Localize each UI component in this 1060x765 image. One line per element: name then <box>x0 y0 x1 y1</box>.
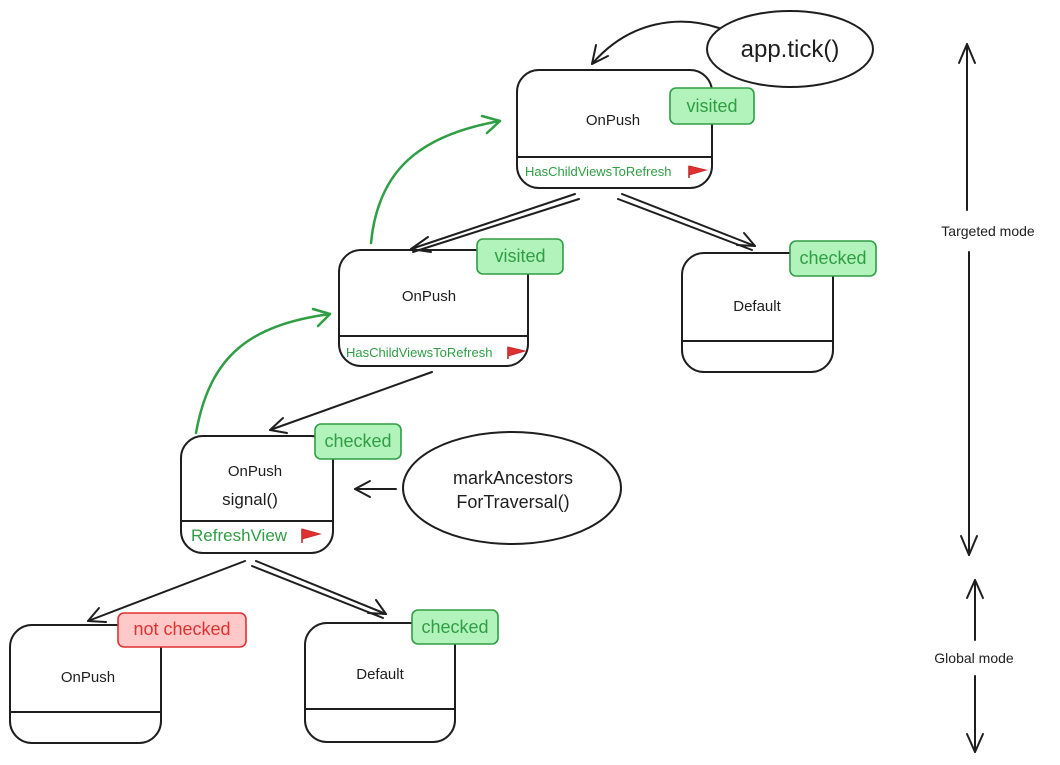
node-signal-box <box>180 435 334 554</box>
node-root-label: OnPush <box>586 112 640 129</box>
targeted-mode-label: Targeted mode <box>941 223 1035 239</box>
node-mid-flag-text: HasChildViewsToRefresh <box>346 345 492 360</box>
app-tick-ellipse <box>706 10 874 88</box>
node-bottom-left-box <box>9 624 162 744</box>
arrow-mid-to-signal <box>269 371 433 431</box>
node-root-flag-icon <box>688 165 708 178</box>
targeted-mode-bottom-head <box>960 535 978 556</box>
node-root-badge <box>669 87 755 125</box>
global-mode-label: Global mode <box>934 650 1014 666</box>
node-signal-flag-icon <box>301 528 322 543</box>
node-mid-right: Default checked <box>681 240 877 373</box>
arrow-mid-to-root-green-head <box>480 114 502 135</box>
green-arrows <box>194 114 502 435</box>
node-signal-flag-text: RefreshView <box>191 526 288 545</box>
node-mid-badge-text: visited <box>494 246 545 266</box>
node-root-flag-text: HasChildViewsToRefresh <box>525 164 671 179</box>
app-tick-call: app.tick() <box>706 10 874 88</box>
node-mid-flag-icon <box>507 346 527 359</box>
global-mode-bottom-head <box>966 733 984 753</box>
arrow-root-to-mid-head <box>410 236 432 253</box>
arrow-signal-to-mid-green-head <box>311 307 332 328</box>
node-mid-label: OnPush <box>402 288 456 305</box>
node-bottom-right-box <box>304 622 456 743</box>
node-mid-badge <box>476 238 564 275</box>
targeted-mode-top-head <box>958 43 976 64</box>
node-signal-badge <box>314 423 402 460</box>
arrow-signal-to-mid-green <box>194 312 332 435</box>
arrow-root-to-mid <box>410 193 580 253</box>
node-bottom-right-badge <box>411 609 499 645</box>
arrow-signal-to-bottom-left-head <box>87 607 107 623</box>
app-tick-text: app.tick() <box>741 36 840 63</box>
node-mid-right-badge <box>789 240 877 277</box>
node-bottom-left-badge-text: not checked <box>133 619 230 639</box>
node-signal-label: OnPush <box>228 463 282 480</box>
node-mid-right-badge-text: checked <box>799 248 866 268</box>
arrow-signal-to-bottom-right-head <box>367 599 387 615</box>
arrow-tick-to-root <box>591 20 720 65</box>
node-bottom-right-label: Default <box>356 666 404 683</box>
node-bottom-right: Default checked <box>304 609 499 743</box>
dark-arrows <box>87 20 756 623</box>
arrow-signal-to-bottom-left <box>87 560 246 622</box>
node-mid-right-label: Default <box>733 298 781 315</box>
mark-ancestors-text-line1: markAncestors <box>453 468 573 488</box>
arrow-signal-to-bottom-right <box>251 560 387 619</box>
arrow-mid-to-root-green <box>369 119 502 245</box>
node-bottom-left-label: OnPush <box>61 669 115 686</box>
node-signal-badge-text: checked <box>324 431 391 451</box>
node-signal: OnPush signal() RefreshView checked <box>180 423 402 554</box>
node-bottom-right-badge-text: checked <box>421 617 488 637</box>
mark-ancestors-text-line2: ForTraversal() <box>456 492 569 512</box>
arrow-root-to-mid-right-head <box>736 232 756 247</box>
arrow-mark-to-signal-head <box>354 480 371 498</box>
node-mid: OnPush HasChildViewsToRefresh visited <box>338 238 564 367</box>
node-mid-right-box <box>681 252 834 373</box>
global-mode-top-head <box>966 579 984 599</box>
mark-ancestors-ellipse <box>402 431 622 545</box>
arrow-mid-to-signal-head <box>269 417 288 434</box>
node-root-box <box>516 69 713 189</box>
node-root: OnPush HasChildViewsToRefresh visited <box>516 69 755 189</box>
arrow-root-to-mid-right <box>617 193 756 251</box>
node-root-badge-text: visited <box>686 96 737 116</box>
node-bottom-left: OnPush not checked <box>9 612 247 744</box>
mode-scale: Targeted mode Global mode <box>934 43 1035 753</box>
mark-ancestors-call: markAncestors ForTraversal() <box>402 431 622 545</box>
arrow-tick-to-root-head <box>591 44 609 65</box>
node-signal-sublabel: signal() <box>222 490 278 509</box>
node-bottom-left-badge <box>117 612 247 648</box>
